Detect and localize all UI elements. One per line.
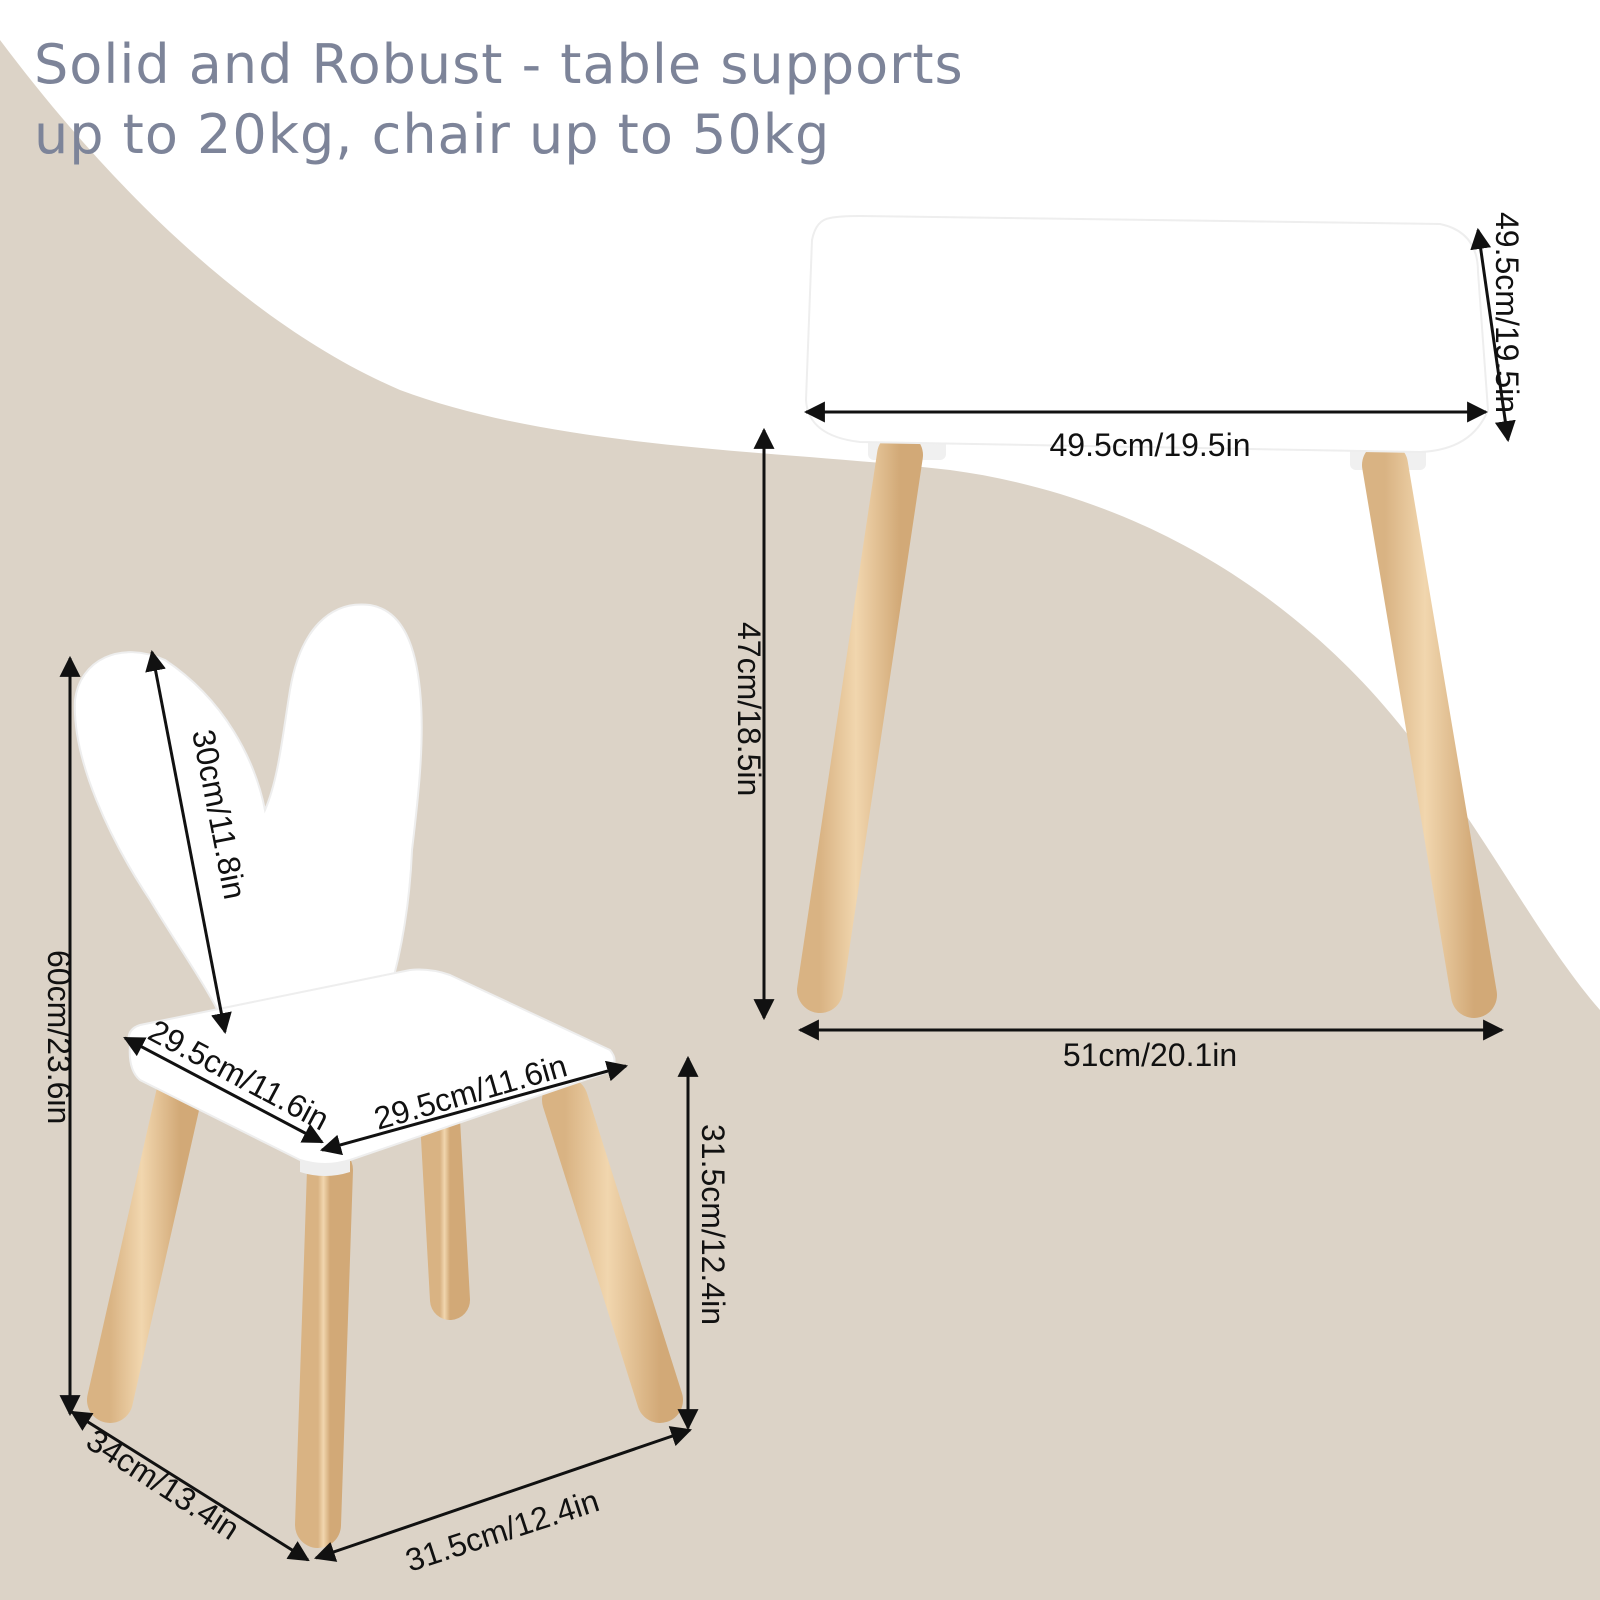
table-depth-label: 49.5cm/19.5in	[1489, 212, 1525, 413]
headline: Solid and Robust - table supports up to …	[34, 30, 1034, 170]
chair-seat-width-arrow	[319, 1060, 629, 1156]
table	[797, 214, 1497, 1018]
chair-seat-depth-arrow	[123, 1036, 324, 1144]
chair-base-width-arrow	[314, 1426, 692, 1562]
chair-seat-height-label: 31.5cm/12.4in	[695, 1124, 731, 1325]
table-top	[804, 214, 1490, 454]
headline-line-2: up to 20kg, chair up to 50kg	[34, 103, 831, 166]
table-width-label: 49.5cm/19.5in	[1049, 427, 1250, 463]
chair-backrest-arrow	[145, 649, 232, 1035]
headline-line-1: Solid and Robust - table supports	[34, 33, 964, 96]
chair-height-label: 60cm/23.6in	[41, 950, 77, 1124]
table-height-label: 47cm/18.5in	[731, 622, 767, 796]
table-span-label: 51cm/20.1in	[1063, 1037, 1237, 1073]
background-shape	[0, 40, 1600, 1600]
table-depth-arrow	[1470, 227, 1516, 443]
chair-base-depth-arrow	[70, 1410, 310, 1562]
